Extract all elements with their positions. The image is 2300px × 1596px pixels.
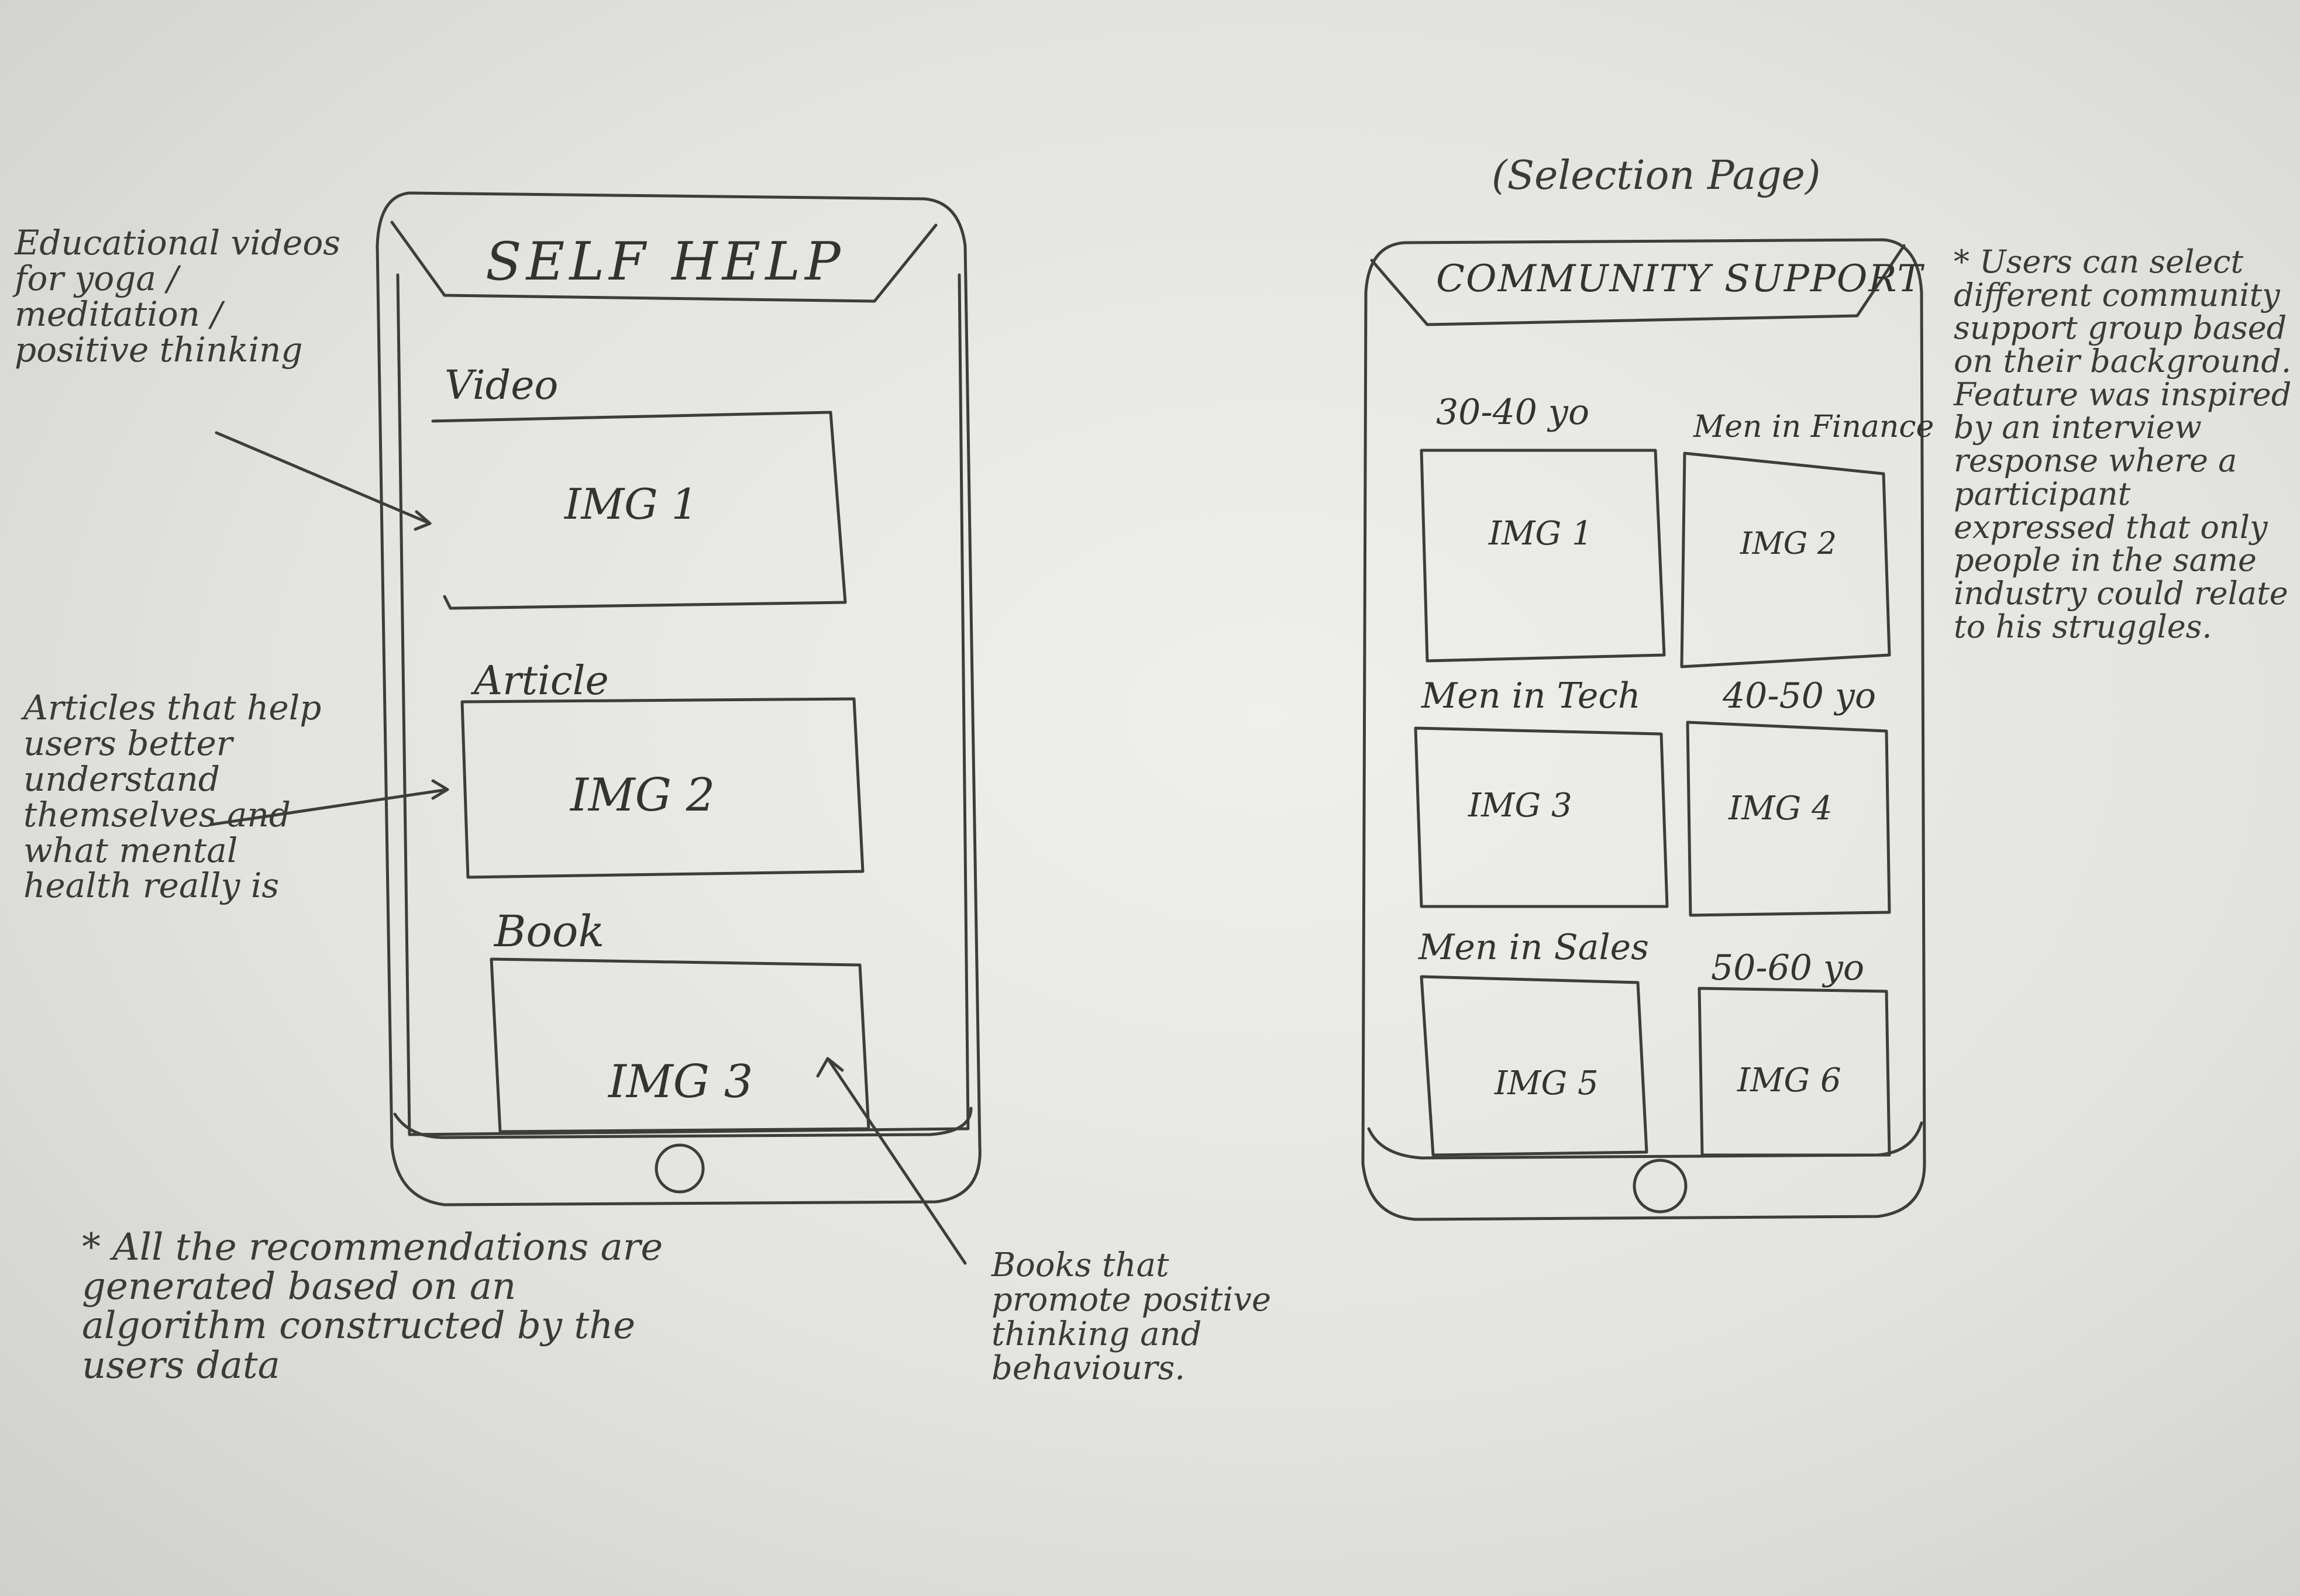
group-label-30-40: 30-40 yo bbox=[1436, 392, 1590, 433]
article-section-label: Article bbox=[474, 658, 609, 704]
group-label-men-in-sales: Men in Sales bbox=[1418, 927, 1649, 968]
left-phone-inner-frame bbox=[396, 273, 970, 1136]
annotation-articles: Articles that help users better understa… bbox=[23, 688, 322, 906]
video-image-placeholder[interactable]: IMG 1 bbox=[564, 480, 698, 529]
annotation-community: * Users can select different community s… bbox=[1954, 243, 2292, 645]
group-image-men-in-finance[interactable]: IMG 2 bbox=[1740, 526, 1837, 561]
community-support-title: COMMUNITY SUPPORT bbox=[1436, 257, 1924, 301]
annotation-books: Books that promote positive thinking and… bbox=[991, 1246, 1271, 1388]
book-image-placeholder[interactable]: IMG 3 bbox=[608, 1056, 753, 1108]
group-image-30-40[interactable]: IMG 1 bbox=[1489, 515, 1593, 553]
group-image-men-in-tech[interactable]: IMG 3 bbox=[1468, 787, 1572, 825]
right-bottom-bar bbox=[1367, 1121, 1923, 1160]
group-label-men-in-tech: Men in Tech bbox=[1421, 675, 1641, 716]
left-header-shape bbox=[390, 220, 938, 303]
article-image-placeholder[interactable]: IMG 2 bbox=[570, 769, 715, 822]
right-phone-outline bbox=[1361, 238, 1926, 1221]
left-home-button bbox=[655, 1143, 705, 1194]
group-label-40-50: 40-50 yo bbox=[1723, 675, 1877, 716]
group-label-50-60: 50-60 yo bbox=[1711, 947, 1865, 988]
left-phone-outline bbox=[376, 191, 982, 1207]
annotation-videos: Educational videos for yoga / meditation… bbox=[15, 223, 341, 370]
selection-page-note: (Selection Page) bbox=[1492, 153, 1821, 199]
group-image-40-50[interactable]: IMG 4 bbox=[1729, 790, 1833, 828]
book-section-label: Book bbox=[494, 906, 605, 957]
self-help-title: SELF HELP bbox=[486, 231, 845, 292]
right-home-button bbox=[1633, 1159, 1688, 1214]
right-header-shape bbox=[1370, 244, 1906, 326]
group-image-50-60[interactable]: IMG 6 bbox=[1737, 1061, 1841, 1099]
video-section-label: Video bbox=[445, 363, 559, 409]
annotation-recommendations: * All the recommendations are generated … bbox=[82, 1226, 663, 1387]
left-bottom-bar bbox=[393, 1106, 973, 1139]
group-label-men-in-finance: Men in Finance bbox=[1693, 409, 1934, 444]
group-image-men-in-sales[interactable]: IMG 5 bbox=[1495, 1064, 1599, 1102]
